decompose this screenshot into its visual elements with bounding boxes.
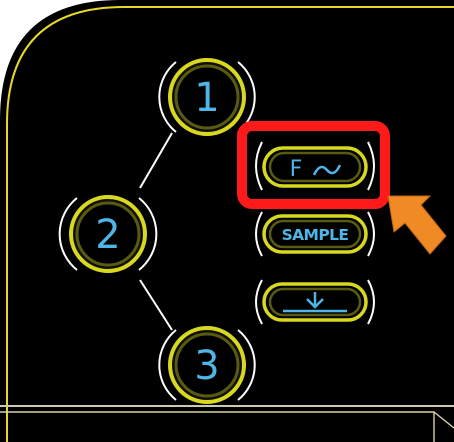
sample-button-label: SAMPLE xyxy=(282,226,349,244)
fx-button-label: F xyxy=(290,157,303,182)
pad-2-ring-inner xyxy=(75,201,141,267)
pad-3-bracket-right xyxy=(237,329,256,401)
chain-connector-2-3 xyxy=(139,279,173,331)
arrow-pointer-icon xyxy=(387,195,447,255)
sample-bracket-left xyxy=(255,211,263,257)
pad-3[interactable]: 3 xyxy=(158,326,256,404)
fx-button-ring-inner xyxy=(268,151,362,183)
download-button[interactable] xyxy=(255,279,375,325)
pad-1[interactable]: 1 xyxy=(158,58,256,136)
pad-1-ring-inner xyxy=(174,64,240,130)
sample-button[interactable]: SAMPLE xyxy=(255,211,375,257)
fx-bracket-right xyxy=(367,141,375,191)
pad-3-ring-inner xyxy=(174,332,240,398)
fx-highlight-box xyxy=(237,121,390,209)
pad-2-bracket-left xyxy=(58,197,78,271)
pad-1-bracket-left xyxy=(158,61,177,133)
pad-2[interactable]: 2 xyxy=(58,195,158,273)
pad-1-label: 1 xyxy=(194,75,219,121)
fx-button[interactable]: F xyxy=(255,141,375,191)
sample-button-ring-inner xyxy=(268,219,362,249)
arrow-down-icon xyxy=(283,292,347,313)
tilde-wave-icon xyxy=(312,164,342,176)
fx-bracket-left xyxy=(255,141,263,191)
download-bracket-right xyxy=(367,279,375,325)
download-bracket-left xyxy=(255,279,263,325)
sample-bracket-right xyxy=(367,211,375,257)
bottom-strip-corner xyxy=(433,411,454,429)
pad-3-bracket-left xyxy=(158,329,177,401)
pad-2-label: 2 xyxy=(95,212,120,258)
chain-connector-1-2 xyxy=(139,132,173,189)
pad-2-bracket-right xyxy=(138,197,158,271)
panel-frame xyxy=(6,6,454,442)
pad-3-label: 3 xyxy=(194,343,219,389)
